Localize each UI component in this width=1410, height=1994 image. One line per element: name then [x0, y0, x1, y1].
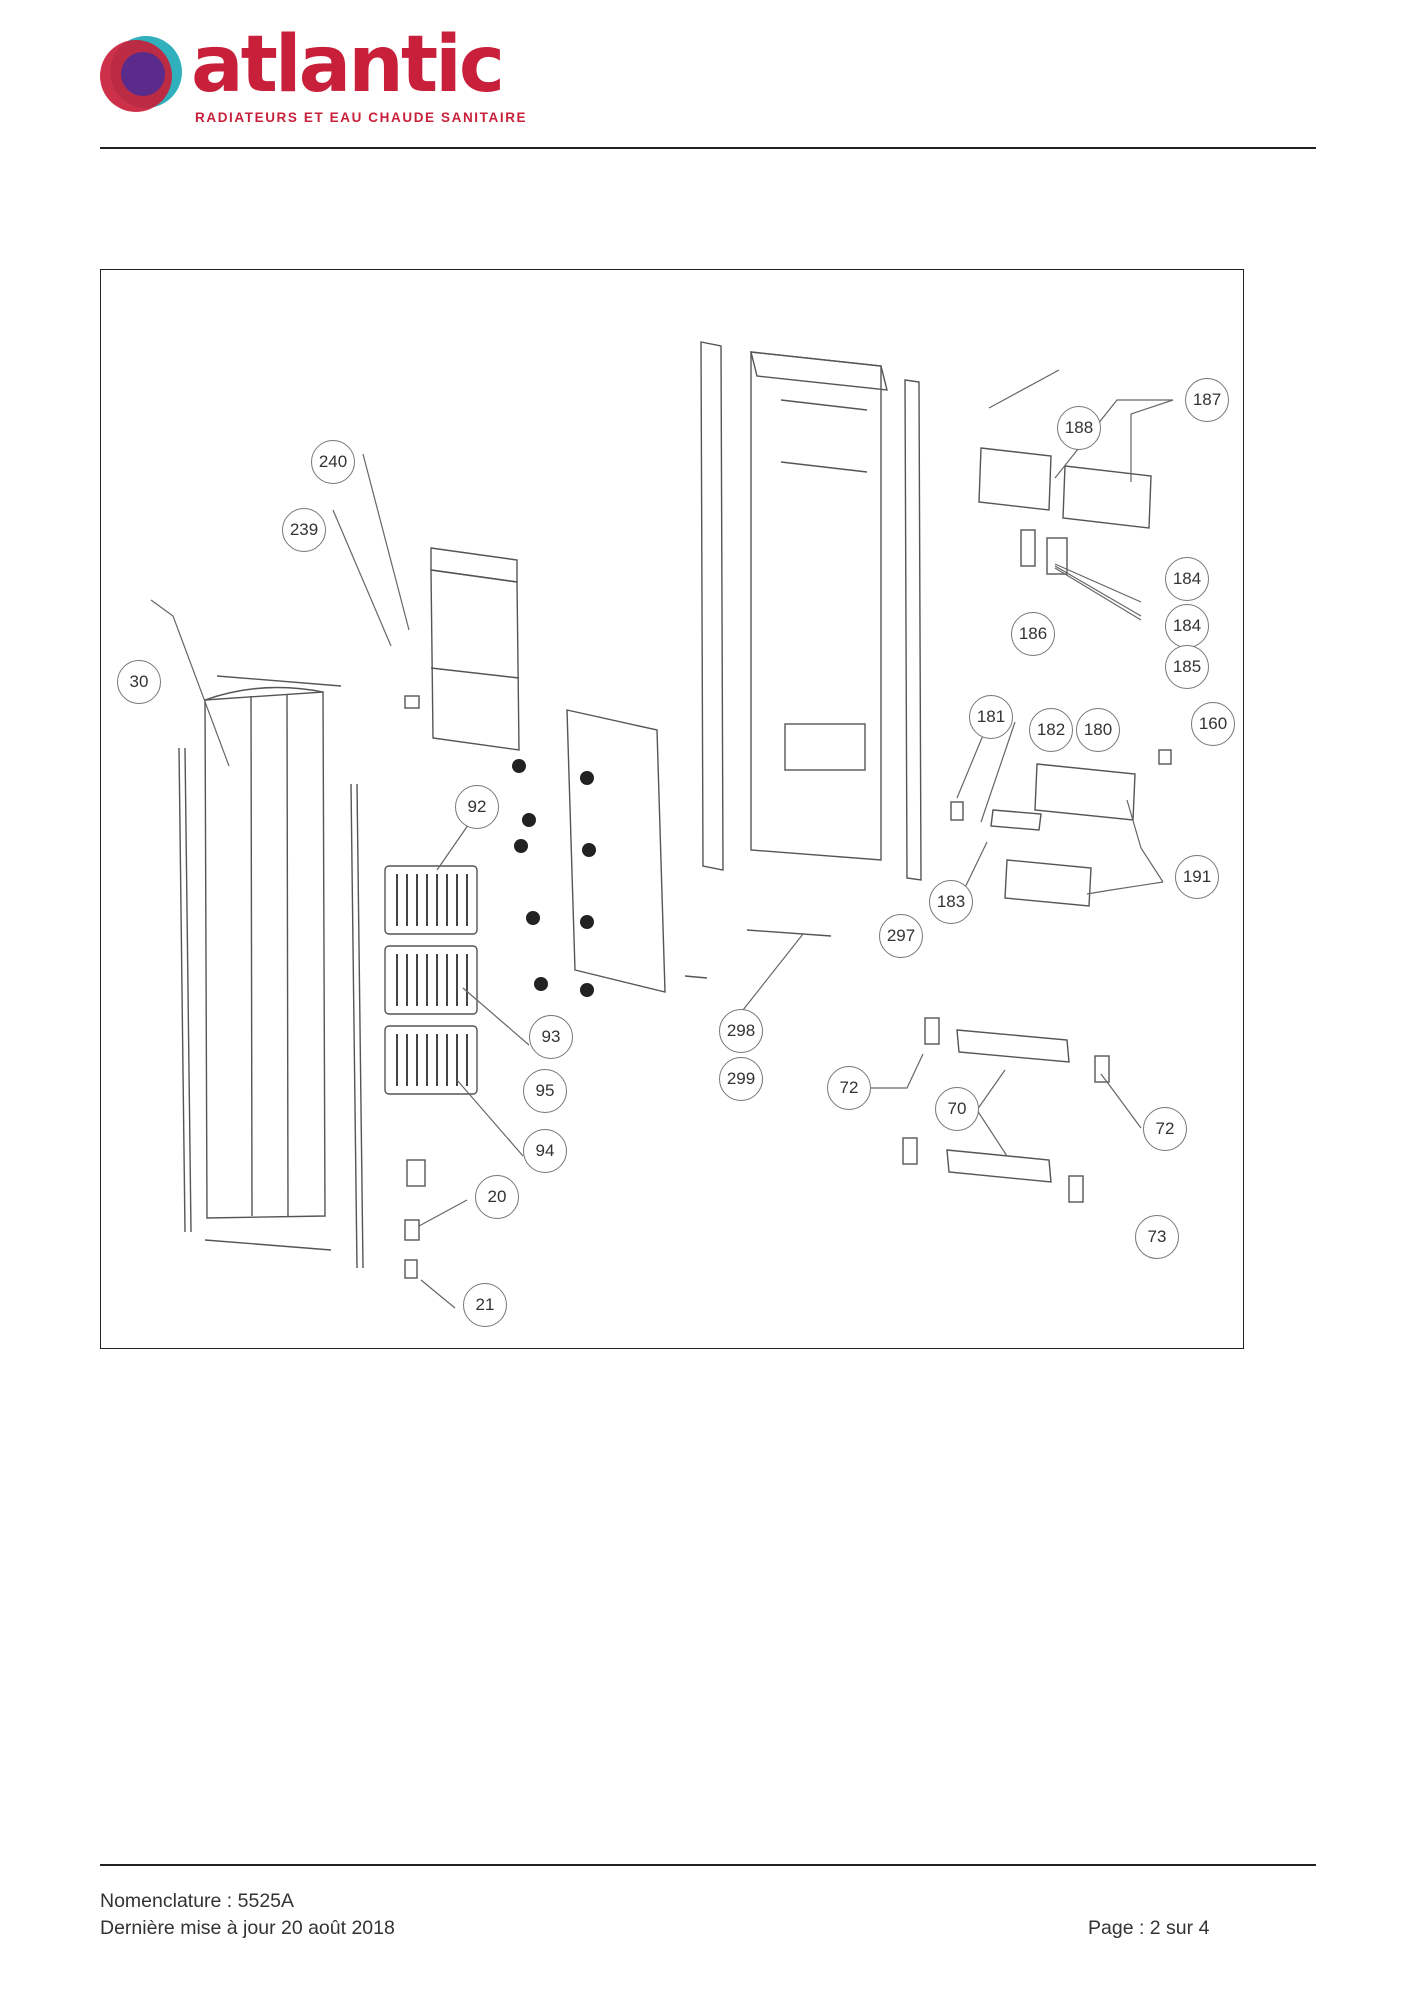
callout-181: 181	[969, 695, 1013, 739]
footer-divider	[100, 1864, 1316, 1866]
callout-70: 70	[935, 1087, 979, 1131]
callout-187: 187	[1185, 378, 1229, 422]
callout-186: 186	[1011, 612, 1055, 656]
callout-180: 180	[1076, 708, 1120, 752]
callout-95: 95	[523, 1069, 567, 1113]
callout-93: 93	[529, 1015, 573, 1059]
callout-182: 182	[1029, 708, 1073, 752]
callout-299: 299	[719, 1057, 763, 1101]
exploded-parts-drawing	[150, 341, 1174, 1309]
nomenclature-label: Nomenclature : 5525A	[100, 1890, 295, 1912]
callout-297: 297	[879, 914, 923, 958]
callout-184-upper: 184	[1165, 557, 1209, 601]
callout-185: 185	[1165, 645, 1209, 689]
callout-183: 183	[929, 880, 973, 924]
callout-94: 94	[523, 1129, 567, 1173]
callout-73: 73	[1135, 1215, 1179, 1259]
brand-tagline: RADIATEURS ET EAU CHAUDE SANITAIRE	[195, 110, 528, 125]
callout-30: 30	[117, 660, 161, 704]
callout-184-lower: 184	[1165, 604, 1209, 648]
header-divider	[100, 147, 1316, 149]
page-number: Page : 2 sur 4	[1088, 1917, 1210, 1939]
callout-20: 20	[475, 1175, 519, 1219]
callout-92: 92	[455, 785, 499, 829]
exploded-view-diagram: 240 239 30 92 93 95 94 20 21 298 299 297…	[100, 269, 1244, 1349]
last-updated-label: Dernière mise à jour 20 août 2018	[100, 1917, 395, 1939]
callout-240: 240	[311, 440, 355, 484]
brand-name: atlantic	[191, 20, 505, 110]
callout-298: 298	[719, 1009, 763, 1053]
atlantic-logo: atlantic RADIATEURS ET EAU CHAUDE SANITA…	[98, 26, 526, 130]
callout-239: 239	[282, 508, 326, 552]
callout-191: 191	[1175, 855, 1219, 899]
callout-72-left: 72	[827, 1066, 871, 1110]
logo-mark-icon	[100, 36, 182, 112]
callout-188: 188	[1057, 406, 1101, 450]
callout-72-right: 72	[1143, 1107, 1187, 1151]
callout-160: 160	[1191, 702, 1235, 746]
callout-21: 21	[463, 1283, 507, 1327]
